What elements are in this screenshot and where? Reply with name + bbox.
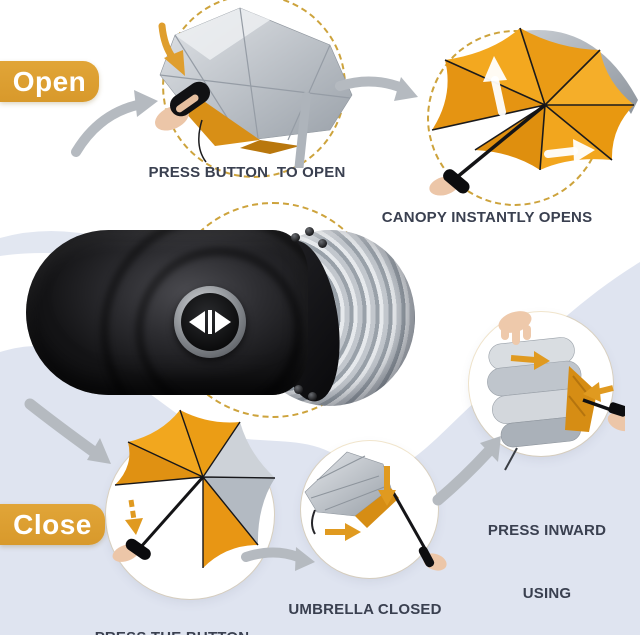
caption-press-inward: PRESS INWARD USING BOTH HANDS [487,522,607,602]
umbrella-handle [125,538,151,560]
rib-tip [308,392,317,401]
caption-umbrella-closed: UMBRELLA CLOSED [288,601,442,618]
press-inward-arrow-icon [510,351,614,402]
rib-tip [294,385,303,394]
open-badge-label: Open [12,65,87,97]
umbrella-handle [418,546,435,568]
umbrella-handle [443,169,470,194]
press-arrow-icon [125,499,143,535]
handle-closeup [26,230,308,395]
hand-top [498,311,532,345]
hand-right [607,412,625,432]
rib-tip [318,239,327,248]
close-badge: Close [0,504,105,545]
open-badge: Open [0,61,99,102]
umbrella-strap [294,92,311,168]
left-right-triangles-icon [181,293,239,351]
ripple-ring [100,230,308,395]
open-umbrella-illustration [429,27,638,196]
umbrella-shaft [138,476,205,549]
open-close-button [174,286,246,358]
press-arrow-icon [158,22,177,62]
press-inward-illustration [487,311,625,471]
caption-press-button-to-open: PRESS BUTTON TO OPEN [148,164,346,181]
caption-canopy-instantly-opens: CANOPY INSTANTLY OPENS [381,209,593,226]
open-umbrella-closing-illustration [112,409,276,568]
umbrella-shaft [391,491,430,555]
folded-umbrella-illustration [155,7,353,168]
closed-umbrella-illustration [304,451,447,571]
umbrella-handle [608,402,625,417]
rib-tip [305,227,314,236]
caption-press-the-button-to-close: PRESS THE BUTTON TO CLOSE [62,588,282,635]
close-badge-label: Close [13,508,92,540]
fold-arrow-icon [325,466,396,541]
rib-tip [291,233,300,242]
umbrella-shaft [454,103,547,180]
expand-arrow-icon [483,56,595,163]
